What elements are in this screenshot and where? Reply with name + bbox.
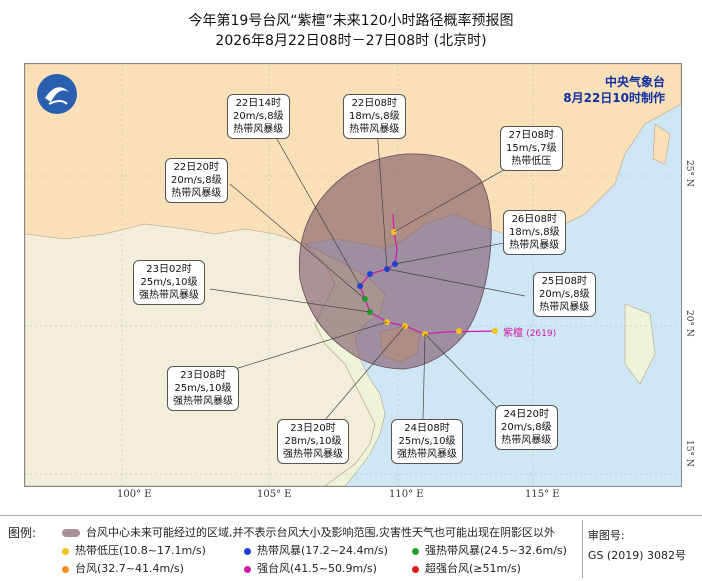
legend-dot xyxy=(244,547,251,555)
callout-wind: 18m/s,8级 xyxy=(509,227,560,238)
approval-number: GS (2019) 3082号 xyxy=(587,549,686,562)
legend-item: 超强台风(≥51m/s) xyxy=(412,560,521,576)
forecast-callout: 25日08时 20m/s,8级 热带风暴级 xyxy=(533,272,596,317)
callout-time: 27日08时 xyxy=(508,130,555,141)
legend-label: 热带风暴(17.2~24.4m/s) xyxy=(257,544,388,557)
legend-divider xyxy=(582,520,583,578)
callout-wind: 20m/s,8级 xyxy=(171,175,222,186)
callout-wind: 15m/s,7级 xyxy=(506,143,557,154)
callout-time: 22日14时 xyxy=(235,98,282,109)
callout-wind: 20m/s,8级 xyxy=(233,111,284,122)
storm-label: 紫檀 (2619) xyxy=(503,324,556,339)
issue-time: 8月22日10时制作 xyxy=(563,91,665,105)
callout-wind: 28m/s,10级 xyxy=(284,436,342,447)
callout-time: 22日20时 xyxy=(173,162,220,173)
callout-category: 热带风暴级 xyxy=(501,435,552,446)
legend-item: 台风(32.7~41.4m/s) xyxy=(62,560,184,576)
callout-wind: 25m/s,10级 xyxy=(398,436,456,447)
storm-track xyxy=(359,213,496,335)
callout-wind: 18m/s,8级 xyxy=(349,111,400,122)
lon-label-110: 110° E xyxy=(389,489,424,500)
land-luzon xyxy=(624,303,656,385)
callout-category: 热带低压 xyxy=(511,156,552,167)
cma-logo xyxy=(37,74,77,114)
legend-item: 热带风暴(17.2~24.4m/s) xyxy=(244,542,388,558)
legend-item: 热带低压(10.8~17.1m/s) xyxy=(62,542,206,558)
forecast-callout: 23日20时 28m/s,10级 强热带风暴级 xyxy=(277,419,349,464)
legend-dot xyxy=(412,565,419,573)
storm-number: (2619) xyxy=(526,329,557,339)
callout-category: 强热带风暴级 xyxy=(397,449,457,460)
agency-block: 中央气象台 8月22日10时制作 xyxy=(563,74,665,106)
callout-category: 强热带风暴级 xyxy=(139,290,199,301)
callout-wind: 25m/s,10级 xyxy=(174,383,232,394)
approval-block: 审图号: GS (2019) 3082号 xyxy=(588,526,686,566)
cone-swatch xyxy=(62,529,80,537)
legend-dot xyxy=(62,565,69,573)
callout-time: 25日08时 xyxy=(541,276,588,287)
forecast-callout: 22日08时 18m/s,8级 热带风暴级 xyxy=(343,94,406,139)
callout-leaders xyxy=(209,126,526,421)
legend-label: 台风(32.7~41.4m/s) xyxy=(75,562,184,575)
lon-label-100: 100° E xyxy=(117,489,152,500)
legend-title: 图例: xyxy=(8,526,37,540)
map-subtitle: 2026年8月22日08时－27日08时 (北京时) xyxy=(215,33,487,49)
legend-cone-row: 台风中心未来可能经过的区域,并不表示台风大小及影响范围,灾害性天气也可能出现在阴… xyxy=(62,524,555,540)
forecast-callout: 24日20时 20m/s,8级 热带风暴级 xyxy=(495,405,558,450)
legend-dot xyxy=(62,547,69,555)
callout-time: 26日08时 xyxy=(511,214,558,225)
approval-label: 审图号: xyxy=(587,529,625,542)
legend-label: 强热带风暴(24.5~32.6m/s) xyxy=(425,544,567,557)
track-point-past xyxy=(456,328,462,334)
legend-label: 热带低压(10.8~17.1m/s) xyxy=(75,544,206,557)
forecast-callout: 26日08时 18m/s,8级 热带风暴级 xyxy=(503,210,566,255)
lat-label-20: 20° N xyxy=(684,310,694,337)
lat-label-15: 15° N xyxy=(684,440,694,467)
callout-time: 24日08时 xyxy=(404,423,450,434)
legend-label: 超强台风(≥51m/s) xyxy=(425,562,521,575)
lat-label-25: 25° N xyxy=(684,160,694,187)
forecast-callout: 22日14时 20m/s,8级 热带风暴级 xyxy=(227,94,290,139)
legend-dot xyxy=(244,565,251,573)
callout-wind: 20m/s,8级 xyxy=(539,289,590,300)
callout-wind: 25m/s,10级 xyxy=(140,277,198,288)
map-area: 中央气象台 8月22日10时制作 22日14时 20m/s,8级 热带风暴级 2… xyxy=(24,63,682,487)
callout-category: 热带风暴级 xyxy=(349,124,400,135)
callout-time: 23日20时 xyxy=(290,423,336,434)
callout-category: 热带风暴级 xyxy=(171,188,222,199)
callout-category: 强热带风暴级 xyxy=(283,449,343,460)
callout-time: 23日08时 xyxy=(180,370,226,381)
forecast-callout: 23日02时 25m/s,10级 强热带风暴级 xyxy=(133,260,205,305)
legend-item: 强热带风暴(24.5~32.6m/s) xyxy=(412,542,567,558)
map-title: 今年第19号台风“紫檀”未来120小时路径概率预报图 xyxy=(188,13,514,29)
callout-category: 强热带风暴级 xyxy=(173,396,233,407)
callout-wind: 20m/s,8级 xyxy=(501,422,552,433)
track-point-forecast xyxy=(367,271,373,277)
callout-time: 22日08时 xyxy=(351,98,398,109)
forecast-callout: 24日08时 25m/s,10级 强热带风暴级 xyxy=(391,419,463,464)
legend: 图例: 台风中心未来可能经过的区域,并不表示台风大小及影响范围,灾害性天气也可能… xyxy=(0,515,702,581)
forecast-callout: 23日08时 25m/s,10级 强热带风暴级 xyxy=(167,366,239,411)
callout-category: 热带风暴级 xyxy=(509,240,560,251)
callout-category: 热带风暴级 xyxy=(233,124,284,135)
forecast-callout: 22日20时 20m/s,8级 热带风暴级 xyxy=(165,158,228,203)
legend-item: 强台风(41.5~50.9m/s) xyxy=(244,560,377,576)
lon-label-105: 105° E xyxy=(257,489,292,500)
track-point-past xyxy=(492,328,498,334)
callout-time: 24日20时 xyxy=(503,409,550,420)
agency-name: 中央气象台 xyxy=(604,75,665,89)
forecast-callout: 27日08时 15m/s,7级 热带低压 xyxy=(500,126,563,171)
lon-label-115: 115° E xyxy=(525,489,560,500)
callout-category: 热带风暴级 xyxy=(539,302,590,313)
land-taiwan xyxy=(652,123,671,165)
storm-name: 紫檀 xyxy=(503,328,523,339)
legend-cone-text: 台风中心未来可能经过的区域,并不表示台风大小及影响范围,灾害性天气也可能出现在阴… xyxy=(86,526,555,539)
legend-dot xyxy=(412,547,419,555)
legend-label: 强台风(41.5~50.9m/s) xyxy=(257,562,377,575)
callout-time: 23日02时 xyxy=(146,264,192,275)
